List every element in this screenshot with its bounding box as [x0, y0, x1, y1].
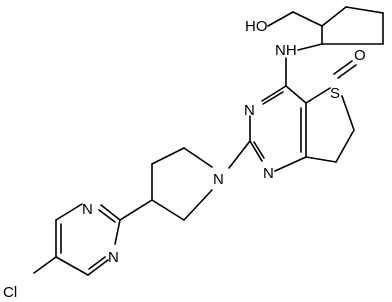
piperidine-linker	[228, 140, 251, 169]
pyrimidine-ring	[249, 85, 307, 172]
sulfoxide-oxygen-label: O	[354, 47, 366, 64]
hydroxyl-label: HO	[245, 18, 268, 35]
chloropyrimidine-ring	[33, 203, 121, 276]
cyclobutane-ring	[321, 6, 384, 45]
hydroxymethyl-group	[267, 11, 323, 27]
pyrimidine-n-bottom-label: N	[263, 165, 274, 182]
pyrimidine-n-top-label: N	[244, 102, 255, 119]
chloropyrimidine-n-bottom-label: N	[108, 249, 119, 266]
chloropyrimidine-n-top-label: N	[82, 201, 93, 218]
nh-label: NH	[275, 42, 297, 59]
piperidine-ring	[151, 147, 213, 221]
sulfur-label: S	[330, 85, 340, 102]
chlorine-label: Cl	[3, 284, 17, 301]
amine-linker	[285, 43, 323, 87]
chloropyrimidine-linker	[119, 199, 153, 221]
piperidine-n-label: N	[213, 171, 224, 188]
thiophene-oxide-ring	[305, 60, 357, 163]
